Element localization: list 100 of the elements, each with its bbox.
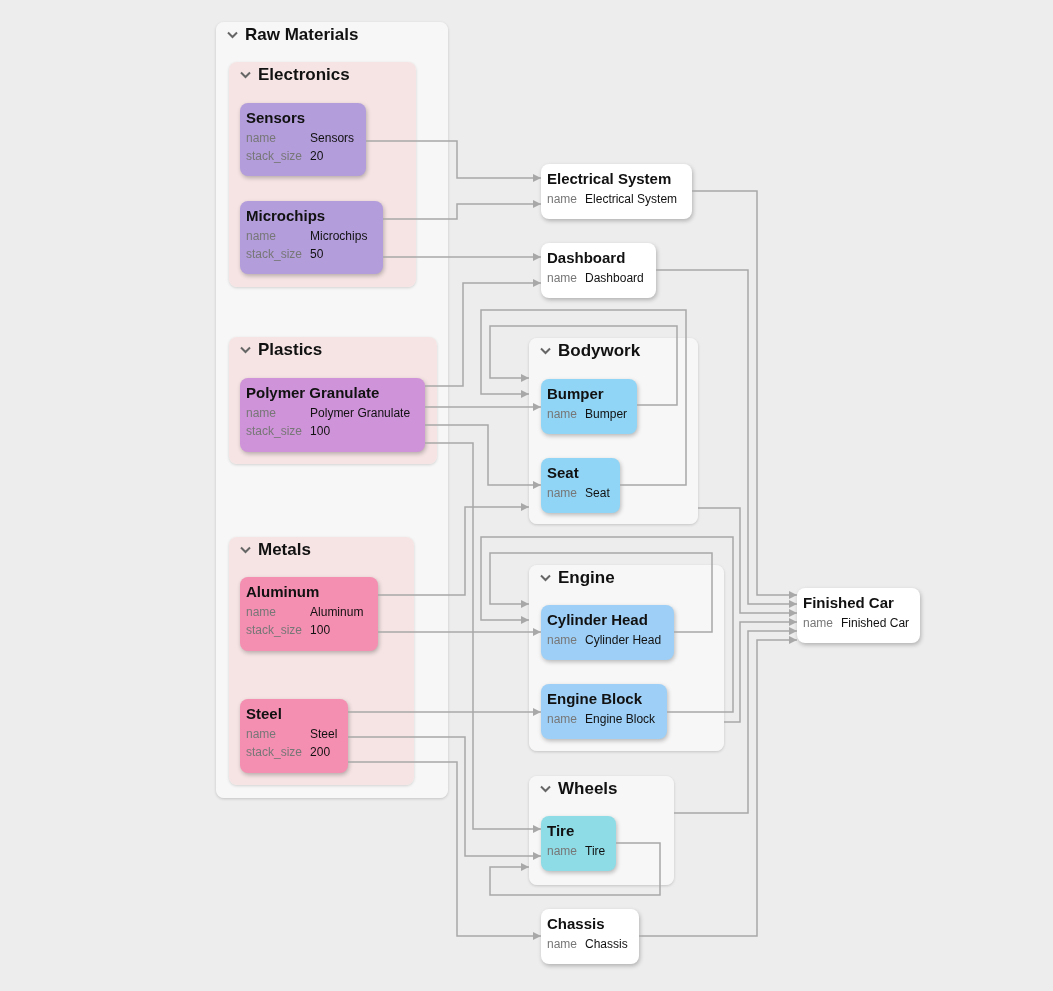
group-title: Raw Materials (245, 25, 359, 45)
arrow (638, 636, 798, 937)
property-value: Cylinder Head (585, 633, 662, 647)
property-key: name (547, 633, 578, 647)
item-card (541, 379, 637, 434)
card-title: Engine Block (547, 690, 643, 707)
arrow (691, 190, 798, 599)
group-panel (529, 338, 698, 524)
property-key: stack_size (246, 149, 303, 163)
arrow (382, 200, 542, 220)
group-title: Bodywork (558, 341, 641, 361)
property-key: name (246, 727, 303, 741)
item-card (541, 605, 674, 660)
property-value: Polymer Granulate (310, 406, 411, 420)
card-title: Sensors (246, 109, 306, 126)
card-title: Electrical System (547, 170, 672, 187)
arrow (347, 761, 542, 940)
item-card (541, 684, 667, 739)
arrow (697, 507, 798, 617)
property-key: stack_size (246, 623, 303, 637)
property-key: name (547, 271, 578, 285)
property-value: Microchips (310, 229, 368, 243)
arrow (382, 253, 542, 261)
property-key: stack_size (246, 745, 303, 759)
item-card (541, 243, 656, 298)
item-card (541, 909, 639, 964)
property-key: name (547, 844, 578, 858)
item-card (240, 699, 348, 773)
arrow (347, 708, 542, 716)
arrow (365, 140, 542, 182)
arrow (489, 552, 713, 633)
property-value: 200 (310, 745, 332, 759)
card-title: Seat (547, 464, 579, 481)
card-title: Steel (246, 705, 282, 722)
arrow (723, 618, 798, 723)
property-value: 100 (310, 623, 332, 637)
card-title: Chassis (547, 915, 605, 932)
item-card (240, 577, 378, 651)
item-card (797, 588, 920, 643)
property-key: name (246, 605, 303, 619)
arrow (347, 736, 542, 860)
arrow (673, 627, 798, 814)
property-key: name (547, 937, 578, 951)
arrow (424, 442, 542, 833)
group-panel (529, 565, 724, 751)
card-title: Dashboard (547, 249, 626, 266)
arrow (377, 503, 530, 596)
card-title: Tire (547, 822, 575, 839)
property-key: name (246, 229, 303, 243)
property-value: 50 (310, 247, 325, 261)
arrow (655, 269, 798, 608)
property-value: Seat (585, 486, 610, 500)
property-value: Tire (585, 844, 606, 858)
group-panel (229, 337, 437, 464)
property-value: Aluminum (310, 605, 364, 619)
property-value: Chassis (585, 937, 628, 951)
property-value: Bumper (585, 407, 628, 421)
item-card (240, 201, 383, 274)
property-value: Dashboard (585, 271, 644, 285)
property-key: name (803, 616, 834, 630)
property-key: name (547, 712, 578, 726)
property-key: name (547, 192, 578, 206)
property-key: name (547, 407, 578, 421)
property-value: Engine Block (585, 712, 656, 726)
arrow (424, 424, 542, 489)
property-value: 20 (310, 149, 325, 163)
arrow (424, 403, 542, 411)
group-panel (529, 776, 674, 885)
property-key: name (547, 486, 578, 500)
group-panel (229, 537, 414, 785)
group-title: Electronics (258, 65, 350, 85)
arrow (377, 628, 542, 636)
card-title: Finished Car (803, 594, 894, 611)
card-title: Microchips (246, 207, 326, 224)
group-panel (229, 62, 416, 287)
property-value: Electrical System (585, 192, 678, 206)
item-card (240, 378, 425, 452)
arrow (489, 842, 661, 896)
group-title: Engine (558, 568, 615, 588)
arrow (480, 536, 734, 713)
group-title: Plastics (258, 340, 323, 360)
property-key: stack_size (246, 424, 303, 438)
item-card (541, 816, 616, 871)
card-title: Polymer Granulate (246, 384, 380, 401)
property-value: 100 (310, 424, 332, 438)
property-value: Finished Car (841, 616, 910, 630)
group-title: Wheels (558, 779, 618, 799)
group-title: Metals (258, 540, 311, 560)
arrow (489, 325, 678, 406)
property-value: Sensors (310, 131, 355, 145)
item-card (541, 164, 692, 219)
card-title: Aluminum (246, 583, 320, 600)
card-title: Cylinder Head (547, 611, 648, 628)
arrow (424, 279, 542, 387)
item-card (240, 103, 366, 176)
property-key: name (246, 406, 303, 420)
group-panel (216, 22, 448, 798)
arrow (480, 309, 687, 486)
property-key: name (246, 131, 303, 145)
card-title: Bumper (547, 385, 604, 402)
